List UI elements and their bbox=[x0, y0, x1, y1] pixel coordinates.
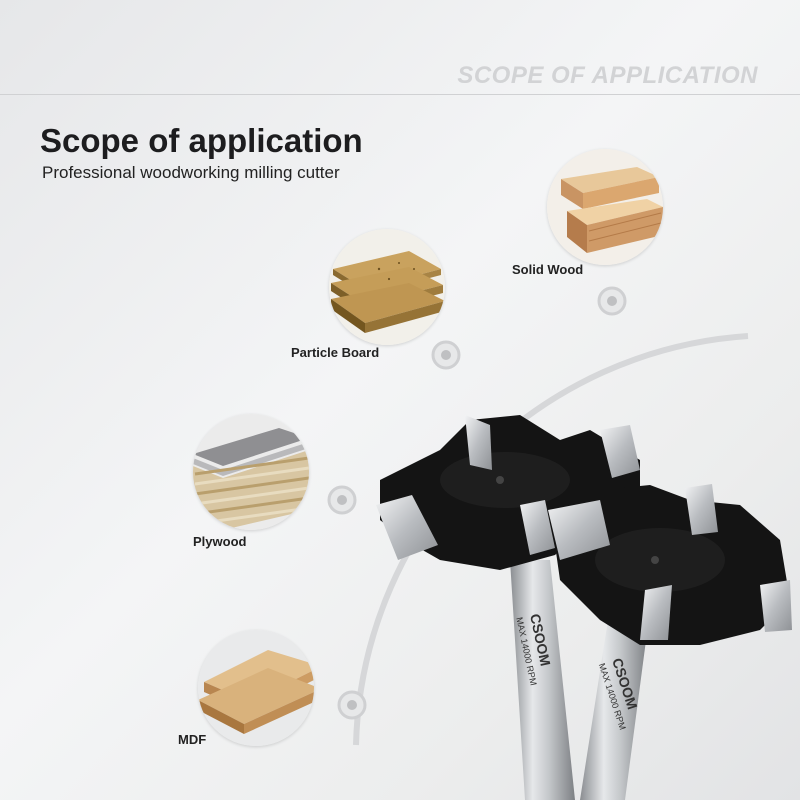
right-cutter-head bbox=[548, 484, 792, 645]
page-title: Scope of application bbox=[40, 122, 363, 159]
arc-dot-solid-wood bbox=[597, 286, 627, 316]
banner-title: SCOPE OF APPLICATION bbox=[457, 62, 758, 89]
right-cutter-shank bbox=[580, 620, 648, 800]
plywood-label: Plywood bbox=[193, 534, 247, 549]
mdf-image bbox=[198, 630, 314, 746]
mdf-label: MDF bbox=[178, 732, 207, 747]
left-cutter-shank bbox=[510, 560, 575, 800]
plywood-image bbox=[193, 414, 309, 530]
solid-wood-image bbox=[547, 149, 663, 265]
page-subtitle: Professional woodworking milling cutter bbox=[42, 163, 340, 182]
particle-board-image bbox=[329, 229, 445, 345]
arc-dot-plywood bbox=[327, 485, 357, 515]
arc-dot-particle-board bbox=[431, 340, 461, 370]
particle-board-label: Particle Board bbox=[291, 345, 380, 360]
solid-wood-label: Solid Wood bbox=[512, 262, 584, 277]
banner-divider bbox=[0, 94, 800, 95]
arc-dot-mdf bbox=[337, 690, 367, 720]
